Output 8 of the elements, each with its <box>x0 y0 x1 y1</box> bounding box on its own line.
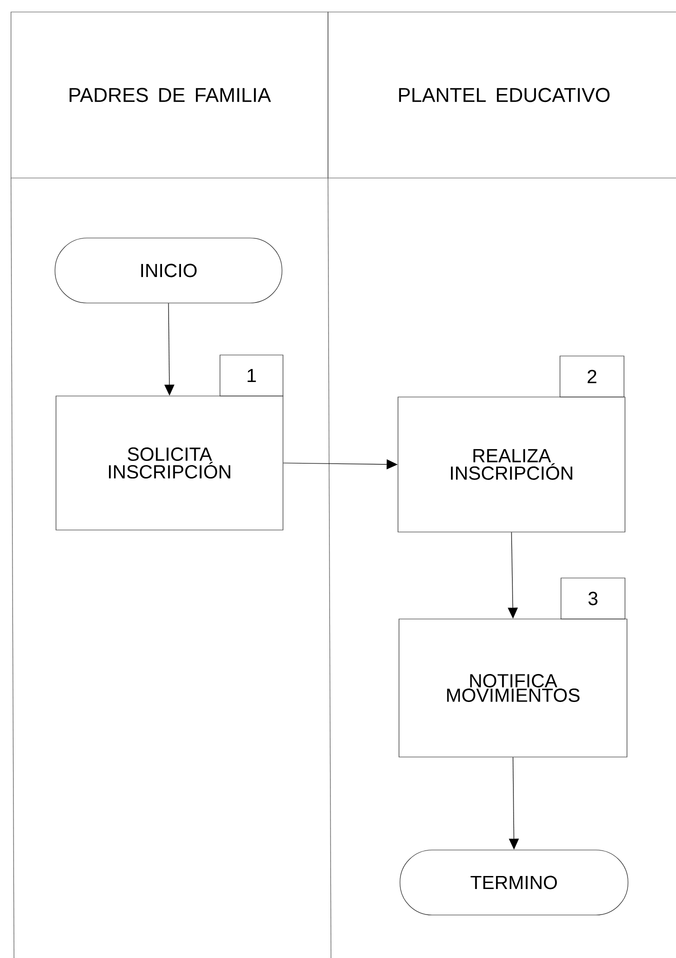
process-box: NOTIFICA MOVIMIENTOS <box>398 618 628 758</box>
step-number-box: 1 <box>220 354 284 396</box>
lane-header: PLANTEL EDUCATIVO <box>328 12 676 178</box>
lane-header: PADRES DE FAMILIA <box>10 12 328 178</box>
step-number-box: 2 <box>560 356 624 398</box>
process-box: SOLICITA INSCRIPCIÓN <box>56 396 284 530</box>
step-number-box: 3 <box>560 578 626 620</box>
process-box: REALIZA INSCRIPCIÓN <box>398 396 626 532</box>
